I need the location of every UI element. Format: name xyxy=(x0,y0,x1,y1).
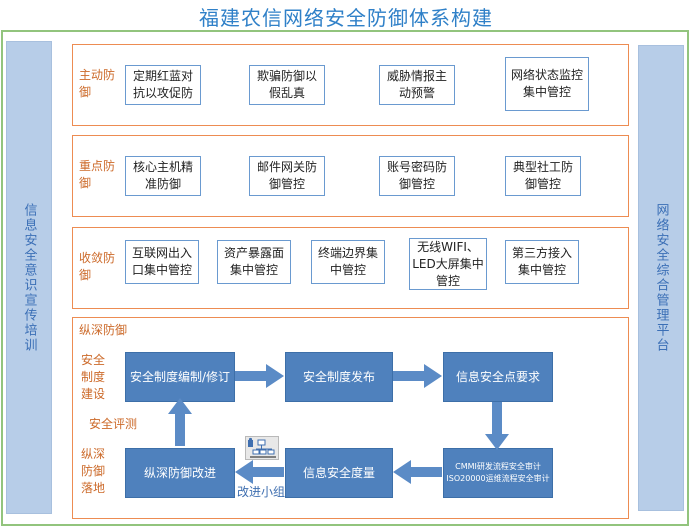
mail-gateway-defense-box: 邮件网关防御管控 xyxy=(249,156,325,196)
cmmi-audit-text: CMMI研发流程安全审计 xyxy=(455,462,541,471)
arrow-publish-to-requirements xyxy=(393,364,442,388)
band-label-active: 主动防御 xyxy=(79,68,116,99)
social-engineering-defense-box: 典型社工防御管控 xyxy=(505,156,581,196)
security-awareness-training-sidebar: 信息安全意识宣传培训 xyxy=(6,41,52,514)
outer-frame xyxy=(1,30,689,526)
policy-publish-box: 安全制度发布 xyxy=(285,352,393,402)
deception-defense-box: 欺骗防御以假乱真 xyxy=(249,65,325,105)
arrow-compile-to-publish xyxy=(235,364,284,388)
third-party-access-box: 第三方接入集中管控 xyxy=(505,240,579,284)
depth-defense-label: 纵深防御 xyxy=(79,323,128,337)
page-title: 福建农信网络安全防御体系构建 xyxy=(199,6,493,30)
security-requirements-box: 信息安全点要求 xyxy=(443,352,553,402)
security-system-construction-label: 安全制度建设 xyxy=(81,353,106,401)
iso-audit-text: ISO20000运维流程安全审计 xyxy=(446,474,550,483)
terminal-boundary-box: 终端边界集中管控 xyxy=(311,240,385,284)
band-label-convergence: 收敛防御 xyxy=(79,251,116,282)
process-audit-box: CMMI研发流程安全审计 ISO20000运维流程安全审计 xyxy=(443,448,553,498)
depth-defense-landing-label: 纵深防御落地 xyxy=(81,447,106,495)
asset-exposure-box: 资产暴露面集中管控 xyxy=(217,240,291,284)
arrow-requirements-to-audit xyxy=(485,402,509,450)
left-sidebar-label: 信息安全意识宣传培训 xyxy=(21,202,37,353)
account-password-defense-box: 账号密码防御管控 xyxy=(379,156,455,196)
key-defense-band: 重点防御 核心主机精准防御 邮件网关防御管控 账号密码防御管控 典型社工防御管控 xyxy=(72,135,629,217)
security-management-platform-sidebar: 网络安全综合管理平台 xyxy=(638,45,684,511)
wireless-led-box: 无线WIFI、LED大屏集中管控 xyxy=(409,238,487,290)
policy-compile-box: 安全制度编制/修订 xyxy=(125,352,235,402)
arrow-audit-to-measure xyxy=(393,460,442,484)
depth-defense-band: 纵深防御 安全制度建设 安全评测 纵深防御落地 安全制度编制/修订 安全制度发布… xyxy=(72,317,629,519)
right-sidebar-label: 网络安全综合管理平台 xyxy=(653,203,669,353)
core-host-defense-box: 核心主机精准防御 xyxy=(125,156,201,196)
security-evaluation-label: 安全评测 xyxy=(89,417,138,431)
security-measurement-box: 信息安全度量 xyxy=(285,448,393,498)
depth-defense-improvement-box: 纵深防御改进 xyxy=(125,448,235,498)
threat-intel-box: 威胁情报主动预警 xyxy=(379,65,455,105)
convergence-defense-band: 收敛防御 互联网出入口集中管控 资产暴露面集中管控 终端边界集中管控 无线WIF… xyxy=(72,227,629,309)
active-defense-band: 主动防御 定期红蓝对抗以攻促防 欺骗防御以假乱真 威胁情报主动预警 网络状态监控… xyxy=(72,44,629,126)
improvement-group-label: 改进小组 xyxy=(237,485,286,499)
band-label-key: 重点防御 xyxy=(79,159,116,190)
org-chart-icon xyxy=(248,437,276,458)
network-monitoring-box: 网络状态监控集中管控 xyxy=(505,57,589,111)
internet-gateway-box: 互联网出入口集中管控 xyxy=(125,240,199,284)
arrow-improve-to-compile xyxy=(168,398,192,446)
arrow-measure-to-improve xyxy=(235,460,284,484)
red-blue-exercise-box: 定期红蓝对抗以攻促防 xyxy=(125,65,201,105)
improvement-group-icon xyxy=(245,436,279,460)
